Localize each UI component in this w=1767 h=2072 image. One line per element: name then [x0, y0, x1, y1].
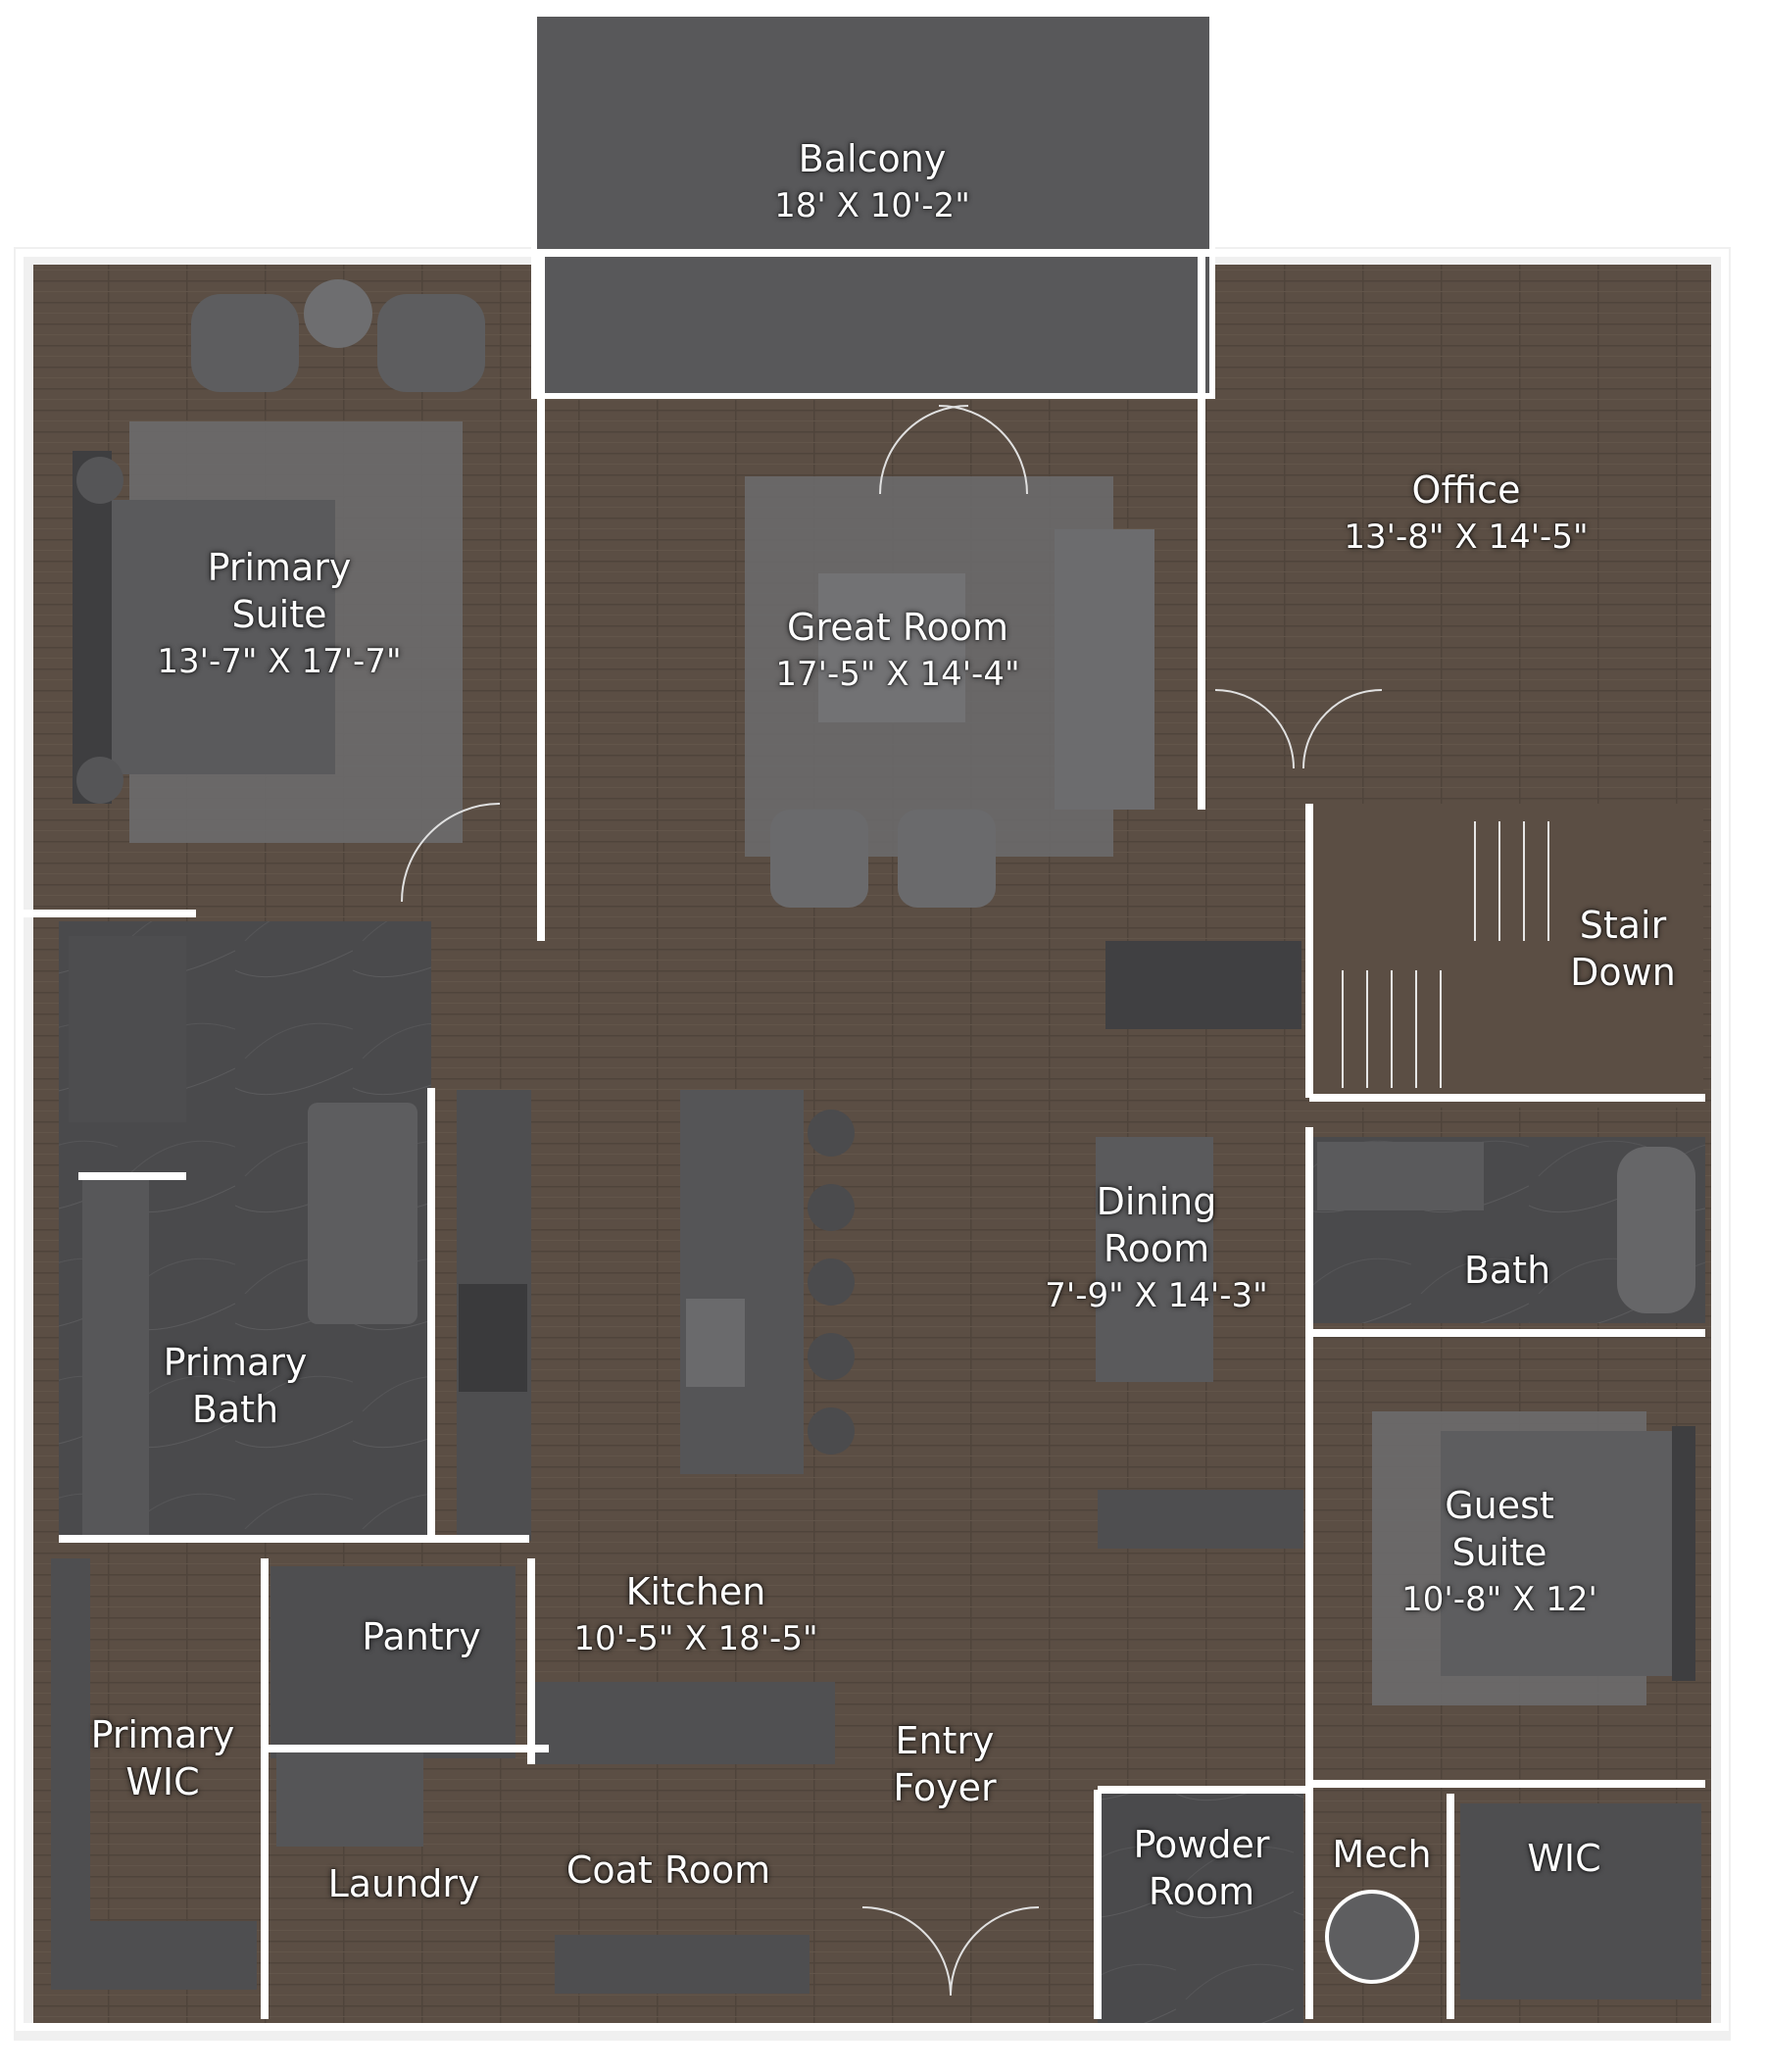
toilet-room-tile [69, 936, 186, 1122]
primary-suite-name-2: Suite [231, 593, 327, 636]
primary-wic-name-1: Primary [90, 1713, 235, 1756]
label-pantry: Pantry [362, 1613, 481, 1660]
dining-table [1096, 1137, 1213, 1382]
stair-area [1309, 804, 1703, 1108]
armchair-right [377, 294, 485, 392]
label-stair: Stair Down [1570, 902, 1676, 996]
vanity-primary [82, 1180, 149, 1543]
bath-name: Bath [1463, 1249, 1551, 1292]
nightstand-top [76, 457, 123, 504]
wine-rack [1105, 941, 1301, 1029]
kitchen-island [680, 1090, 804, 1474]
walls [16, 249, 1729, 2031]
wic-name: WIC [1527, 1837, 1601, 1880]
great-room-name: Great Room [786, 606, 1009, 649]
primary-bath-name-1: Primary [163, 1341, 308, 1384]
great-chair-left [770, 810, 868, 908]
primary-bath-name-2: Bath [191, 1388, 279, 1431]
laundry-name: Laundry [327, 1862, 480, 1905]
label-guest-suite: Guest Suite 10'-8" X 12' [1401, 1482, 1597, 1623]
great-room-dims: 17'-5" X 14'-4" [775, 655, 1020, 694]
powder-room-name-1: Powder [1133, 1823, 1270, 1866]
mech-unit [1325, 1890, 1419, 1984]
stool-3 [808, 1258, 855, 1306]
coat-room-bench [555, 1935, 810, 1994]
vanity-bath [1317, 1142, 1484, 1210]
office-name: Office [1411, 469, 1521, 512]
entry-foyer-name-2: Foyer [893, 1766, 997, 1809]
stair-treads [1342, 821, 1549, 1088]
door-swings [401, 405, 1383, 1997]
cooktop [459, 1284, 527, 1392]
label-great-room: Great Room 17'-5" X 14'-4" [775, 604, 1019, 698]
great-chair-right [898, 810, 996, 908]
balcony-area [531, 11, 1215, 399]
dining-room-name-1: Dining [1096, 1180, 1217, 1223]
guest-suite-dims: 10'-8" X 12' [1401, 1580, 1597, 1619]
bathtub-bath [1617, 1147, 1695, 1313]
primary-wic-shelf-bottom [51, 1921, 257, 1990]
kitchen-dims: 10'-5" X 18'-5" [573, 1619, 818, 1658]
side-table [304, 279, 372, 348]
primary-suite-name-1: Primary [207, 546, 352, 589]
label-primary-wic: Primary WIC [91, 1711, 235, 1805]
nightstand-bottom [76, 757, 123, 804]
primary-bed [90, 500, 335, 774]
kitchen-sink [686, 1299, 745, 1387]
sofa [1055, 529, 1154, 810]
label-coat-room: Coat Room [566, 1847, 770, 1894]
stool-1 [808, 1110, 855, 1157]
bathtub-primary [308, 1103, 417, 1324]
dining-room-name-2: Room [1103, 1227, 1210, 1270]
guest-bed [1441, 1431, 1676, 1676]
balcony-name: Balcony [798, 137, 947, 180]
stool-2 [808, 1184, 855, 1231]
entry-foyer-name-1: Entry [895, 1719, 995, 1762]
label-balcony: Balcony 18' X 10'-2" [774, 135, 970, 229]
kitchen-name: Kitchen [625, 1570, 766, 1613]
label-dining-room: Dining Room 7'-9" X 14'-3" [1045, 1178, 1268, 1319]
armchair-left [191, 294, 299, 392]
primary-wic-name-2: WIC [125, 1760, 200, 1803]
label-kitchen: Kitchen 10'-5" X 18'-5" [573, 1568, 817, 1662]
laundry-machines [276, 1749, 423, 1847]
mech-name: Mech [1332, 1833, 1432, 1876]
stool-4 [808, 1333, 855, 1380]
label-primary-suite: Primary Suite 13'-7" X 17'-7" [157, 544, 401, 685]
coffee-table [818, 573, 965, 722]
wic-shelf [1460, 1803, 1701, 1999]
kitchen-counter-bottom [531, 1682, 835, 1764]
guest-headboard [1672, 1426, 1695, 1681]
stair-name-2: Down [1570, 951, 1676, 994]
buffet [1098, 1490, 1303, 1549]
guest-suite-name-1: Guest [1445, 1484, 1554, 1527]
office-dims: 13'-8" X 14'-5" [1344, 518, 1589, 557]
coat-room-name: Coat Room [565, 1849, 771, 1892]
label-wic: WIC [1527, 1835, 1600, 1882]
stair-name-1: Stair [1579, 904, 1667, 947]
powder-room-name-2: Room [1148, 1870, 1255, 1913]
label-laundry: Laundry [328, 1860, 480, 1907]
primary-headboard [73, 451, 112, 804]
primary-wic-shelf [51, 1558, 90, 1990]
primary-suite-dims: 13'-7" X 17'-7" [157, 642, 402, 681]
label-entry-foyer: Entry Foyer [893, 1717, 996, 1811]
pantry-name: Pantry [362, 1615, 481, 1658]
label-powder-room: Powder Room [1133, 1821, 1269, 1915]
label-bath: Bath [1464, 1247, 1550, 1294]
label-mech: Mech [1332, 1831, 1431, 1878]
balcony-dims: 18' X 10'-2" [774, 186, 970, 225]
stool-5 [808, 1407, 855, 1455]
label-office: Office 13'-8" X 14'-5" [1344, 467, 1588, 561]
guest-suite-name-2: Suite [1451, 1531, 1547, 1574]
dining-room-dims: 7'-9" X 14'-3" [1045, 1276, 1268, 1315]
label-primary-bath: Primary Bath [164, 1339, 308, 1433]
powder-room-tile [1098, 1794, 1303, 2029]
pantry-shelf [270, 1566, 515, 1758]
